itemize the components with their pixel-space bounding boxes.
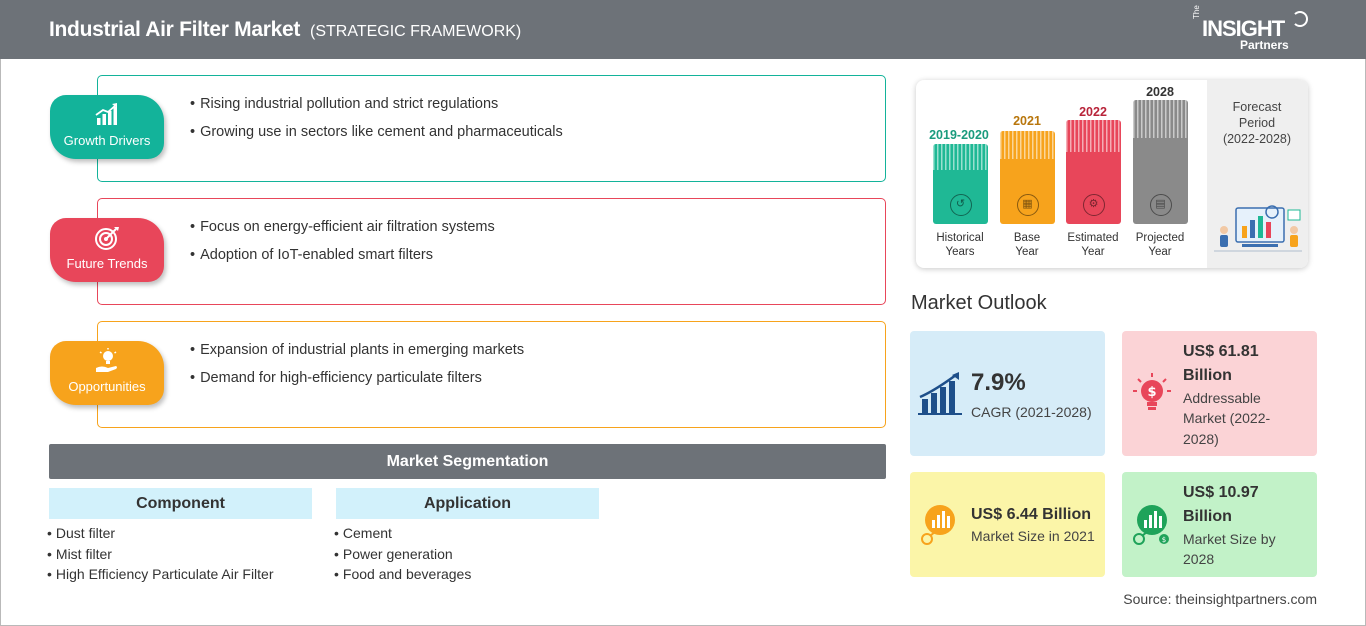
addressable-market-card: $ US$ 61.81 Billion Addressable Market (… xyxy=(1122,331,1317,456)
growth-drivers-list: Rising industrial pollution and strict r… xyxy=(190,96,563,152)
estimated-label-line2: Year xyxy=(1081,246,1105,258)
growth-drivers-badge: Growth Drivers xyxy=(50,95,164,159)
presentation-icon: ▤ xyxy=(1149,194,1172,216)
historical-bar: ↺ xyxy=(933,144,988,224)
market-size-2021-card: US$ 6.44 Billion Market Size in 2021 xyxy=(910,472,1105,577)
company-logo[interactable]: The INSIGHT Partners xyxy=(1188,5,1318,54)
addressable-label-line2: Market (2022- xyxy=(1183,410,1271,426)
bar-chart-growth-icon xyxy=(918,372,962,415)
addressable-value-line2: Billion xyxy=(1183,367,1232,384)
component-list: Dust filter Mist filter High Efficiency … xyxy=(47,525,274,587)
historical-stripes xyxy=(933,144,988,170)
projected-label-line1: Projected xyxy=(1135,232,1185,244)
base-stripes xyxy=(1000,131,1055,159)
list-item: Mist filter xyxy=(47,546,274,567)
market-size-2028-value-line2: Billion xyxy=(1183,508,1232,525)
forecast-line3: (2022-2028) xyxy=(1222,132,1292,146)
analytics-people-icon xyxy=(1214,205,1302,252)
future-trends-badge: Future Trends xyxy=(50,218,164,282)
addressable-value-line1: US$ 61.81 xyxy=(1183,343,1259,360)
coin-chart-search-icon: $ xyxy=(1133,505,1169,545)
money-bulb-icon: $ xyxy=(1133,373,1171,410)
list-item: Dust filter xyxy=(47,525,274,546)
base-bar: ▦ xyxy=(1000,131,1055,224)
list-item: Power generation xyxy=(334,546,471,567)
lightbulb-hand-icon xyxy=(96,348,117,372)
projected-year: 2028 xyxy=(1146,85,1174,99)
base-label: Base Year xyxy=(992,231,1062,259)
target-icon xyxy=(95,227,119,250)
list-item: High Efficiency Particulate Air Filter xyxy=(47,566,274,587)
addressable-label-line3: 2028) xyxy=(1183,431,1219,447)
cagr-label: CAGR (2021-2028) xyxy=(971,404,1092,420)
historical-label-line2: Years xyxy=(945,246,975,258)
list-item: Growing use in sectors like cement and p… xyxy=(190,124,563,152)
market-size-2028-label-line2: 2028 xyxy=(1183,551,1215,567)
projected-label-line2: Year xyxy=(1148,246,1172,258)
list-item: Adoption of IoT-enabled smart filters xyxy=(190,247,495,275)
growth-drivers-box: Rising industrial pollution and strict r… xyxy=(97,75,886,182)
market-size-2021-value: US$ 6.44 Billion xyxy=(971,506,1092,523)
projected-stripes xyxy=(1133,100,1188,138)
future-trends-box: Focus on energy-efficient air filtration… xyxy=(97,198,886,305)
estimated-label-line1: Estimated xyxy=(1067,232,1119,244)
future-trends-label: Future Trends xyxy=(66,256,148,271)
future-trends-list: Focus on energy-efficient air filtration… xyxy=(190,219,495,275)
page-title: Industrial Air Filter Market xyxy=(49,18,301,41)
opportunities-box: Expansion of industrial plants in emergi… xyxy=(97,321,886,428)
cagr-card: 7.9% CAGR (2021-2028) xyxy=(910,331,1105,456)
header-bar: Industrial Air Filter Market (STRATEGIC … xyxy=(0,0,1366,59)
history-icon: ↺ xyxy=(949,194,972,216)
market-size-2028-value-line1: US$ 10.97 xyxy=(1183,484,1259,501)
list-item: Focus on energy-efficient air filtration… xyxy=(190,219,495,247)
estimated-bar: ⚙ xyxy=(1066,120,1121,224)
base-year: 2021 xyxy=(1013,114,1041,128)
market-size-2021-label: Market Size in 2021 xyxy=(971,528,1095,544)
forecast-line1: Forecast xyxy=(1232,100,1282,114)
source-text[interactable]: Source: theinsightpartners.com xyxy=(1123,591,1317,607)
projected-label: Projected Year xyxy=(1125,231,1195,259)
base-label-line2: Year xyxy=(1015,246,1039,258)
market-outlook-title: Market Outlook xyxy=(911,292,1047,314)
cagr-value: 7.9% xyxy=(971,369,1026,396)
gear-chart-icon: ⚙ xyxy=(1082,194,1105,216)
list-item: Expansion of industrial plants in emergi… xyxy=(190,342,524,370)
logo-insight-text: INSIGHT xyxy=(1202,16,1285,41)
logo-partners-text: Partners xyxy=(1240,38,1289,52)
list-item: Cement xyxy=(334,525,471,546)
list-item: Demand for high-efficiency particulate f… xyxy=(190,370,524,398)
growth-drivers-label: Growth Drivers xyxy=(63,133,151,148)
opportunities-list: Expansion of industrial plants in emergi… xyxy=(190,342,524,398)
coin-chart-icon xyxy=(921,505,955,545)
addressable-label-line1: Addressable xyxy=(1183,390,1261,406)
estimated-label: Estimated Year xyxy=(1058,231,1128,259)
forecast-line2: Period xyxy=(1238,116,1276,130)
logo-the-text: The xyxy=(1192,5,1201,19)
svg-text:$: $ xyxy=(1147,385,1156,400)
market-size-2028-card: $ US$ 10.97 Billion Market Size by 2028 xyxy=(1122,472,1317,577)
forecast-period-text: Forecast Period (2022-2028) xyxy=(1212,99,1302,147)
market-size-2028-label-line1: Market Size by xyxy=(1183,531,1276,547)
list-item: Rising industrial pollution and strict r… xyxy=(190,96,563,124)
estimated-year: 2022 xyxy=(1079,105,1107,119)
application-heading: Application xyxy=(336,488,599,519)
component-heading: Component xyxy=(49,488,312,519)
chart-growth-icon xyxy=(95,103,117,125)
estimated-stripes xyxy=(1066,120,1121,152)
logo-arc-icon xyxy=(1292,11,1308,27)
svg-text:$: $ xyxy=(1162,536,1166,544)
opportunities-badge: Opportunities xyxy=(50,341,164,405)
timeline-panel: 2019-2020 ↺ Historical Years 2021 ▦ Base… xyxy=(916,80,1308,268)
calendar-icon: ▦ xyxy=(1016,194,1039,216)
historical-label-line1: Historical xyxy=(936,232,984,244)
base-label-line1: Base xyxy=(1013,232,1041,244)
opportunities-label: Opportunities xyxy=(68,379,146,394)
market-segmentation-header: Market Segmentation xyxy=(49,444,886,479)
projected-bar: ▤ xyxy=(1133,100,1188,224)
list-item: Food and beverages xyxy=(334,566,471,587)
historical-label: Historical Years xyxy=(925,231,995,259)
application-list: Cement Power generation Food and beverag… xyxy=(334,525,471,587)
page-subtitle: (STRATEGIC FRAMEWORK) xyxy=(310,23,522,40)
historical-year: 2019-2020 xyxy=(929,128,989,142)
